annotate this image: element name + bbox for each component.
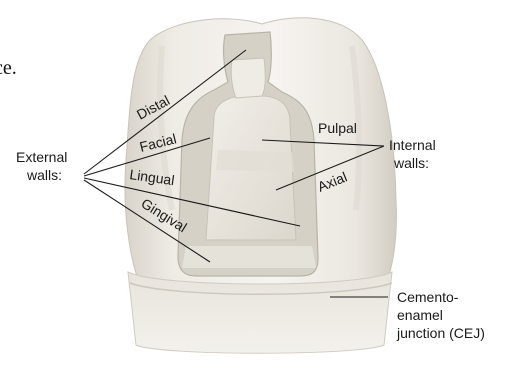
clipped-text-fragment: ce. (0, 57, 17, 79)
wall-label-pulpal: Pulpal (318, 120, 357, 136)
internal-walls-title-line1: Internal (389, 137, 436, 153)
external-walls-title-line1: External (16, 149, 67, 165)
external-walls-title-line2: walls: (26, 167, 62, 183)
pulpal-floor (231, 58, 265, 98)
cej-label-line1: Cemento- (397, 289, 459, 305)
tooth-root-band (128, 272, 392, 353)
internal-walls-title-line2: walls: (393, 155, 429, 171)
cej-label-line3: junction (CEJ) (396, 325, 485, 341)
cej-label-line2: enamel (397, 307, 443, 323)
axial-step (216, 150, 294, 172)
